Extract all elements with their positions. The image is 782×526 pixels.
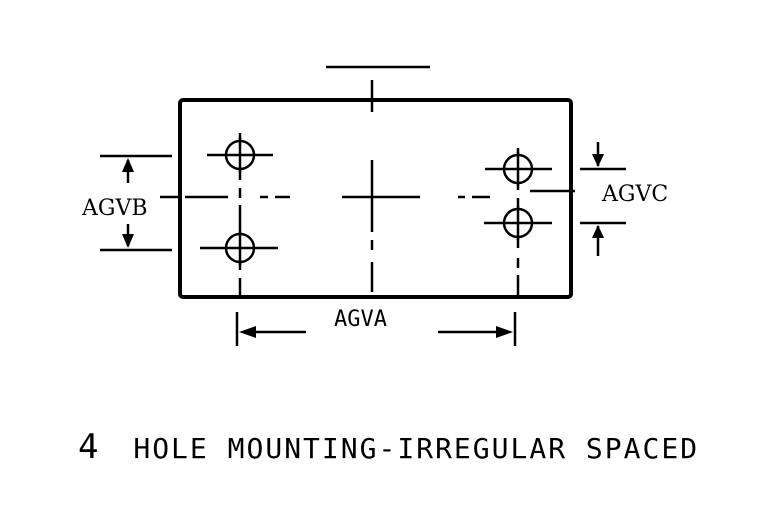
agva-dimension [235, 312, 517, 346]
caption-number: 4 [78, 427, 100, 467]
agvc-label: AGVC [601, 182, 668, 207]
hole-bottom-right [484, 206, 552, 240]
mounting-plate [178, 98, 573, 299]
agvb-dimension [100, 154, 180, 252]
diagram-caption: 4 HOLE MOUNTING-IRREGULAR SPACED [78, 427, 699, 467]
caption-text: HOLE MOUNTING-IRREGULAR SPACED [133, 432, 699, 465]
agva-label: AGVA [334, 307, 387, 332]
agvb-label: AGVB [81, 196, 148, 221]
agvc-dimension [530, 142, 626, 256]
hole-bottom-left [200, 231, 278, 265]
hole-top-right [485, 152, 552, 186]
hole-top-left [207, 138, 273, 172]
